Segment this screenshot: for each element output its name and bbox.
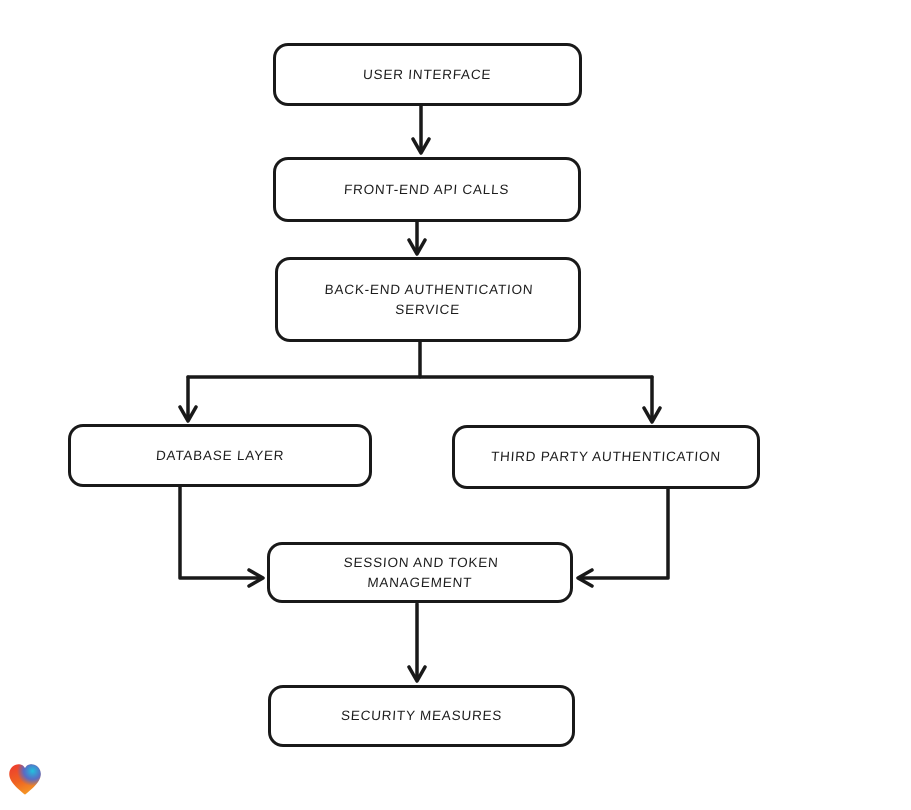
node-front-end-api-calls-label: FRONT-END API CALLS [343, 181, 511, 197]
node-database-layer-label: DATABASE LAYER [155, 447, 285, 463]
node-session-and-token-management[interactable]: SESSION AND TOKEN MANAGEMENT [267, 542, 573, 603]
node-session-and-token-management-label: SESSION AND TOKEN MANAGEMENT [342, 554, 499, 590]
node-user-interface[interactable]: USER INTERFACE [273, 43, 582, 106]
node-back-end-authentication-service-label: BACK-END AUTHENTICATION SERVICE [323, 281, 534, 317]
node-third-party-authentication-label: THIRD PARTY AUTHENTICATION [490, 449, 722, 464]
node-database-layer[interactable]: DATABASE LAYER [68, 424, 372, 487]
node-back-end-authentication-service[interactable]: BACK-END AUTHENTICATION SERVICE [275, 257, 581, 342]
arrow-backend-to-database [178, 339, 654, 423]
arrow-thirdparty-to-session [576, 487, 670, 588]
arrow-frontend-to-backend [407, 220, 427, 256]
arrow-backend-to-thirdparty [642, 375, 662, 424]
node-front-end-api-calls[interactable]: FRONT-END API CALLS [273, 157, 581, 222]
node-security-measures-label: SECURITY MEASURES [340, 708, 503, 723]
node-third-party-authentication[interactable]: THIRD PARTY AUTHENTICATION [452, 425, 760, 489]
node-user-interface-label: USER INTERFACE [362, 66, 493, 82]
arrow-session-to-security [407, 602, 427, 683]
arrow-ui-to-frontend [411, 104, 431, 155]
lovable-heart-logo[interactable] [7, 762, 43, 798]
node-security-measures[interactable]: SECURITY MEASURES [268, 685, 575, 747]
arrow-database-to-session [178, 485, 265, 588]
